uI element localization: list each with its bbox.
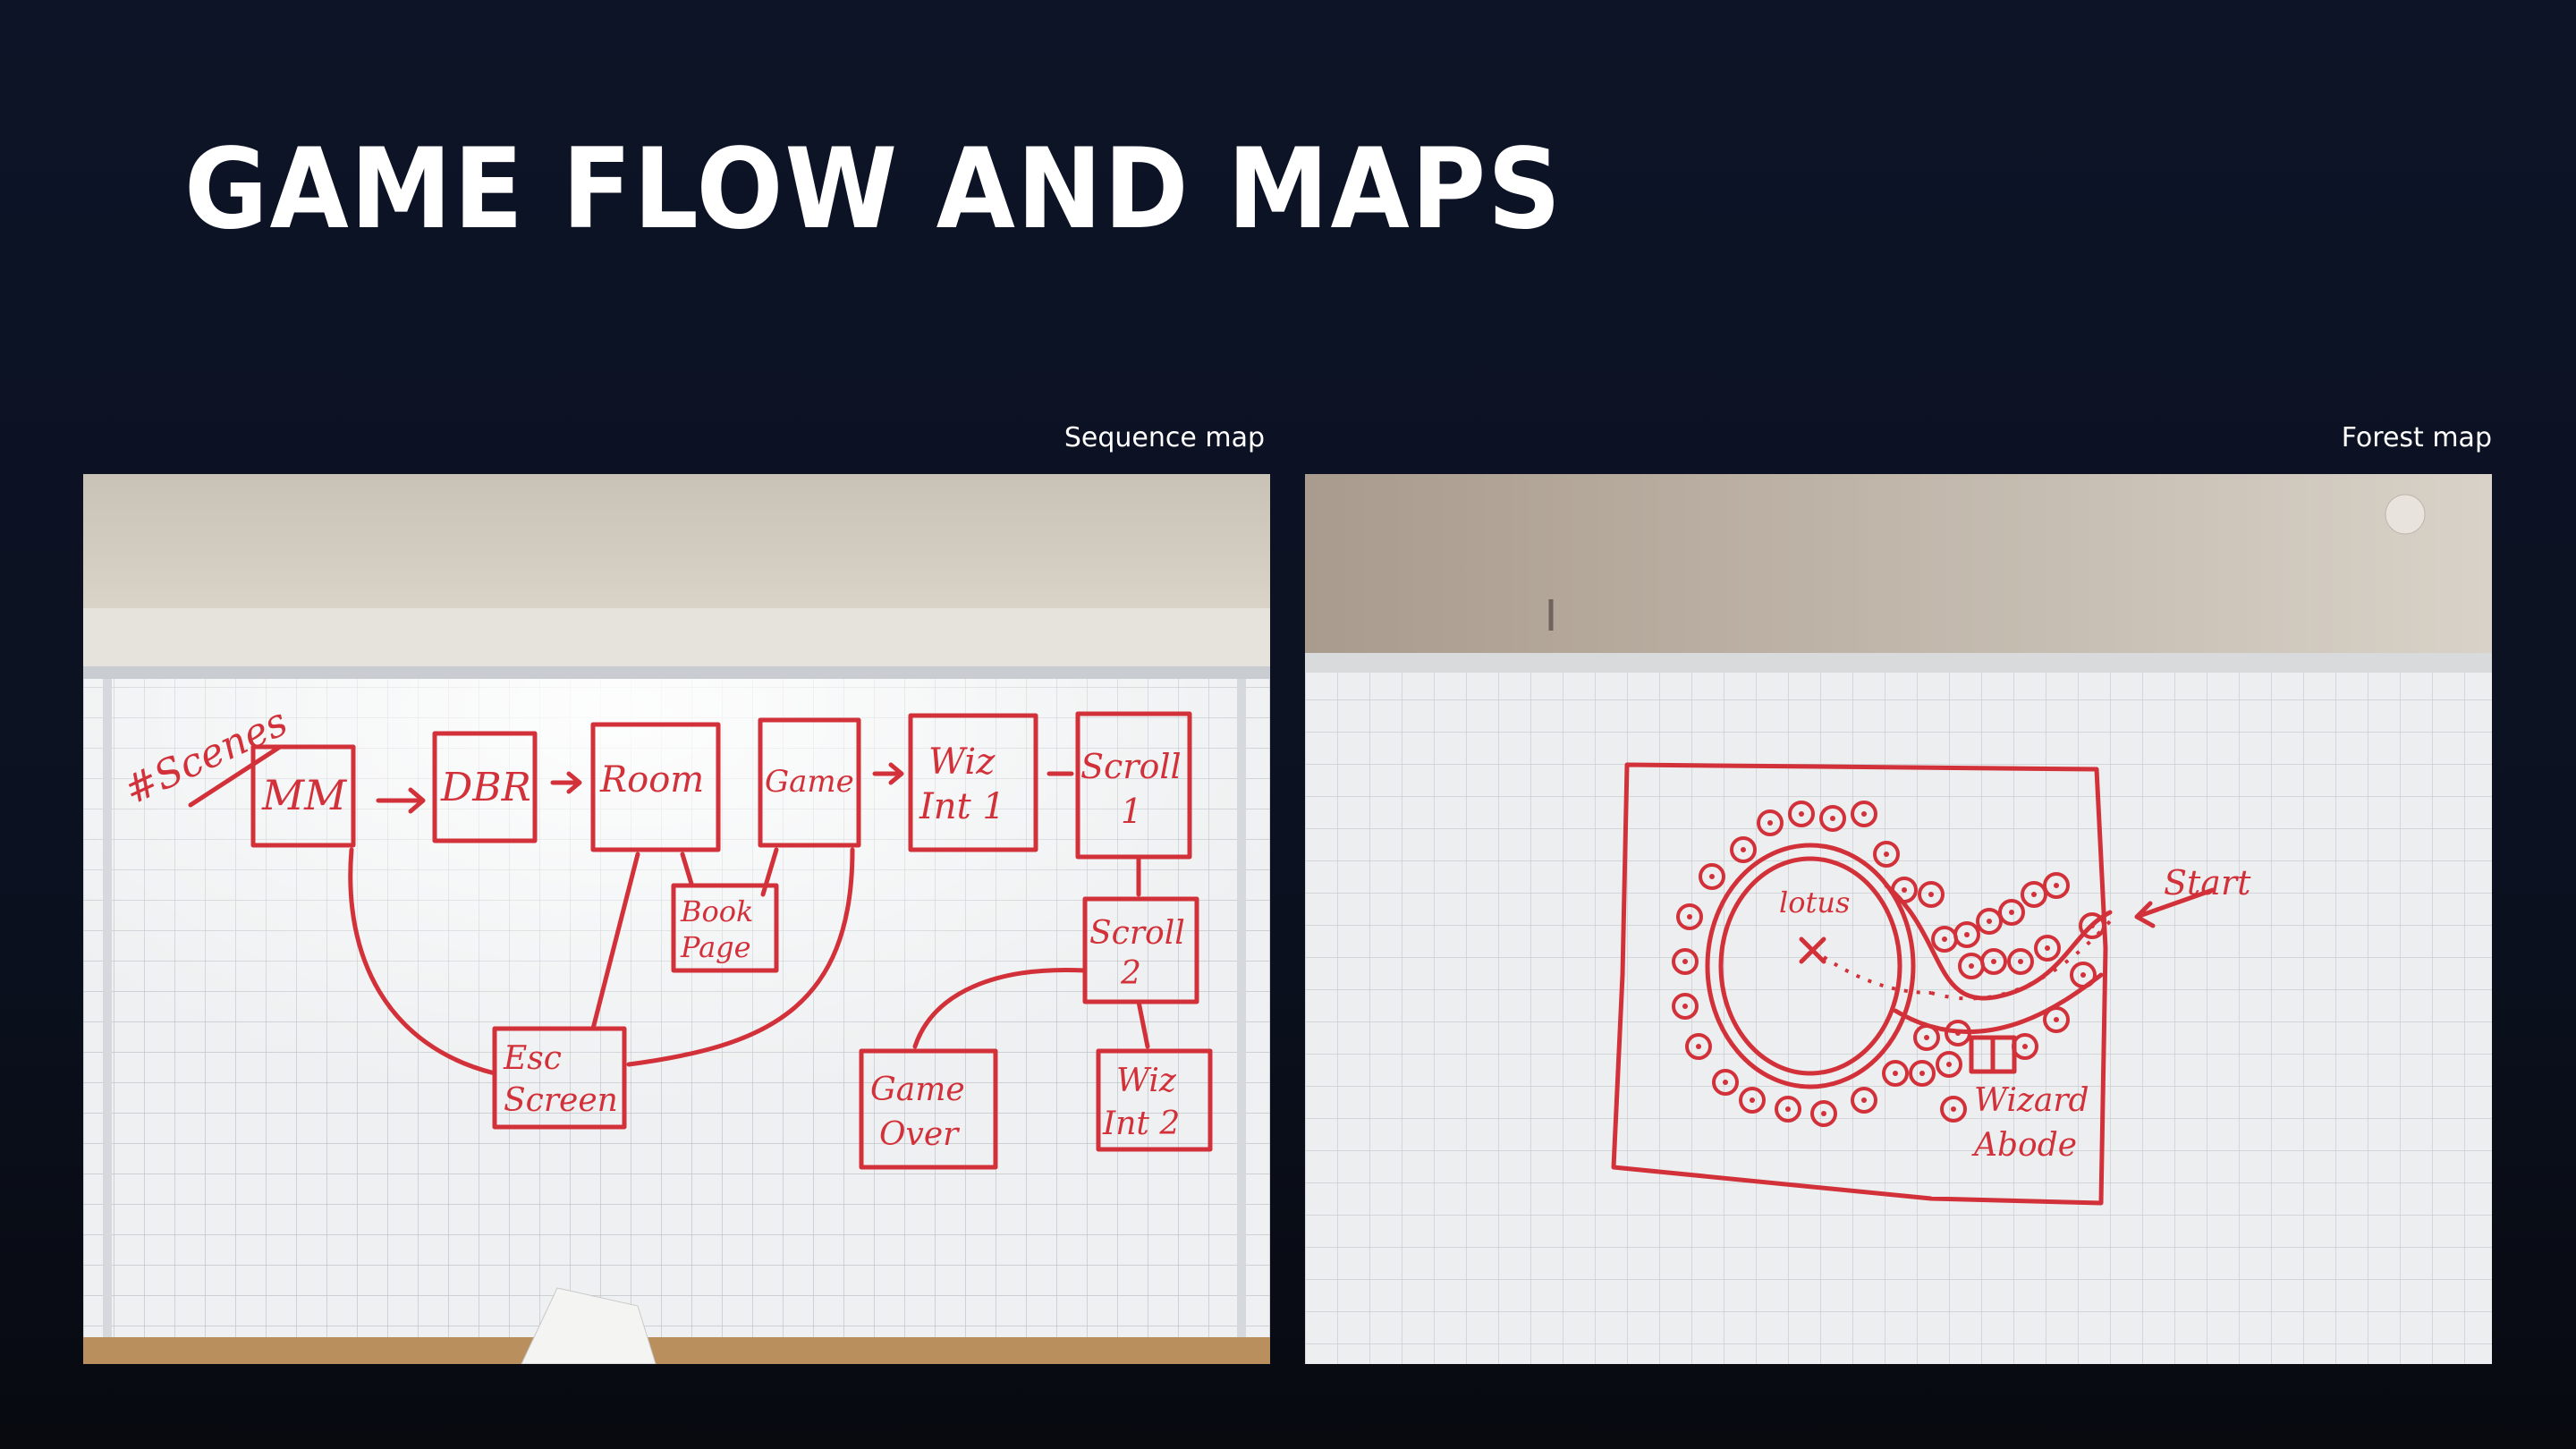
svg-text:Game: Game: [870, 1072, 965, 1108]
svg-text:DBR: DBR: [440, 765, 531, 810]
board-frame: [83, 666, 1270, 679]
svg-text:Game: Game: [765, 764, 854, 800]
svg-text:Start: Start: [2164, 863, 2251, 902]
svg-text:Wiz: Wiz: [1116, 1063, 1177, 1099]
sequence-map-photo: #Scenes MM DBR Room Game Wiz Int 1 Scrol…: [83, 474, 1270, 1364]
svg-text:2: 2: [1120, 955, 1141, 992]
svg-text:Wizard: Wizard: [1974, 1082, 2089, 1119]
ceiling: [1305, 474, 2492, 657]
svg-text:Over: Over: [879, 1116, 960, 1153]
svg-text:Wiz: Wiz: [928, 741, 996, 783]
slide-title: GAME FLOW AND MAPS: [184, 125, 1563, 254]
svg-text:MM: MM: [261, 771, 348, 819]
sequence-map-whiteboard: #Scenes MM DBR Room Game Wiz Int 1 Scrol…: [83, 474, 1270, 1364]
svg-text:Scroll: Scroll: [1089, 915, 1185, 952]
svg-text:Scroll: Scroll: [1080, 747, 1182, 786]
svg-text:Page: Page: [680, 930, 751, 964]
wall: [83, 608, 1270, 671]
tray: [83, 1337, 1270, 1364]
svg-text:Book: Book: [680, 894, 753, 928]
forest-map-caption: Forest map: [2341, 422, 2492, 453]
svg-text:Int 1: Int 1: [919, 786, 1005, 827]
forest-map-photo: lotus Start Wizard Abode: [1305, 474, 2492, 1364]
svg-text:1: 1: [1121, 792, 1142, 831]
svg-text:Int 2: Int 2: [1102, 1106, 1180, 1142]
svg-text:Esc: Esc: [503, 1040, 562, 1077]
forest-map-whiteboard: lotus Start Wizard Abode: [1305, 474, 2492, 1364]
svg-text:lotus: lotus: [1779, 886, 1850, 919]
sequence-map-caption: Sequence map: [1063, 422, 1265, 453]
svg-text:Screen: Screen: [504, 1082, 618, 1119]
svg-text:Room: Room: [599, 759, 704, 801]
svg-text:Abode: Abode: [1971, 1127, 2077, 1164]
paper-sheet: [521, 1287, 657, 1364]
board-frame: [1305, 653, 2492, 673]
ceiling: [83, 474, 1270, 608]
